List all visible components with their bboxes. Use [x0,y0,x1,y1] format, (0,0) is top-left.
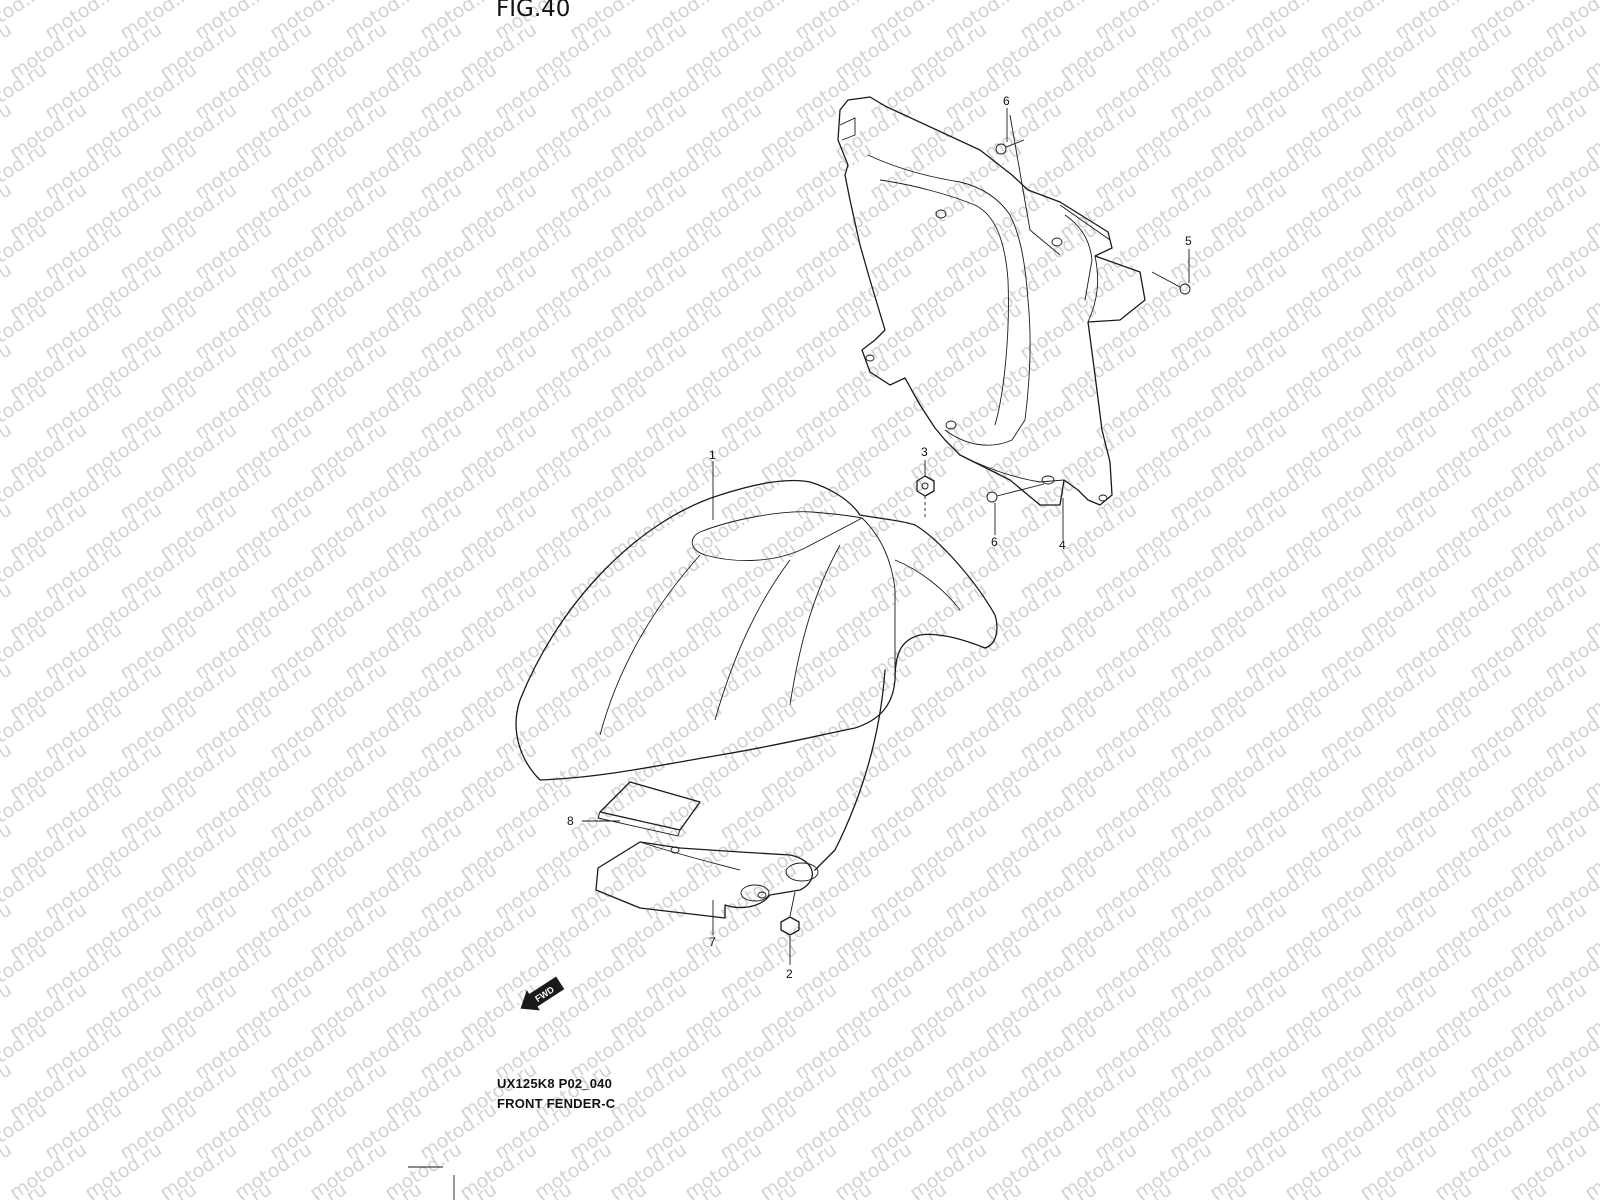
front-fender-part-1 [515,479,998,871]
callout-7: 7 [709,935,716,949]
callout-4: 4 [1059,538,1066,552]
figure-name: FRONT FENDER-C [497,1096,616,1111]
cover-part-7 [595,841,819,919]
callout-6-lower: 6 [991,535,998,549]
screw-part-6-upper [995,139,1025,155]
callout-8: 8 [567,814,574,828]
screw-part-5 [1151,271,1191,295]
model-code: UX125K8 P02_040 [497,1076,613,1091]
callout-3: 3 [921,445,928,459]
nut-part-3 [916,475,935,518]
callout-5: 5 [1185,234,1192,248]
screw-part-6-lower [986,483,1045,503]
leader-lines [582,108,1190,965]
pad-part-8 [597,781,701,837]
callout-2: 2 [786,967,793,981]
bolt-part-2 [780,891,800,936]
callout-1: 1 [709,448,716,462]
callout-6-upper: 6 [1003,94,1010,108]
inner-fender-part-4 [837,96,1146,506]
forward-arrow: FWD [520,976,565,1011]
